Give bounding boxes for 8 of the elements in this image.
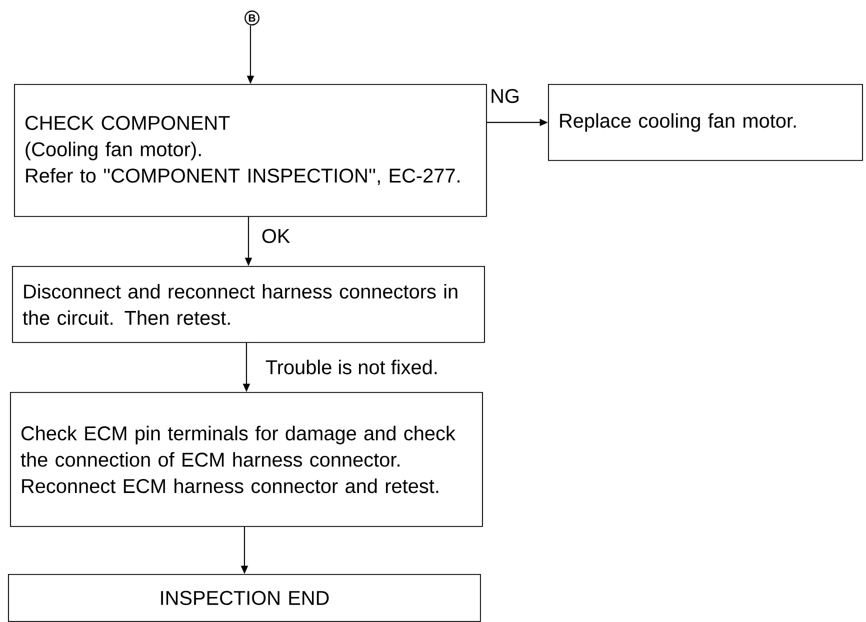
process-box: Check ECM pin terminals for damage and check the connection of ECM harness connector. Reconnect ECM harness connector and retest. xyxy=(10,392,483,527)
edge-label: Trouble is not fixed. xyxy=(264,358,440,376)
edge-label: NG xyxy=(488,88,522,104)
process-box: INSPECTION END xyxy=(8,574,481,622)
process-box: Disconnect and reconnect harness connectors in the circuit. Then retest. xyxy=(12,266,485,343)
edge-label: OK xyxy=(260,228,292,244)
process-box: Replace cooling fan motor. xyxy=(548,84,863,161)
process-box: CHECK COMPONENT (Cooling fan motor). Refer to ''COMPONENT INSPECTION'', EC-277. xyxy=(14,84,487,217)
